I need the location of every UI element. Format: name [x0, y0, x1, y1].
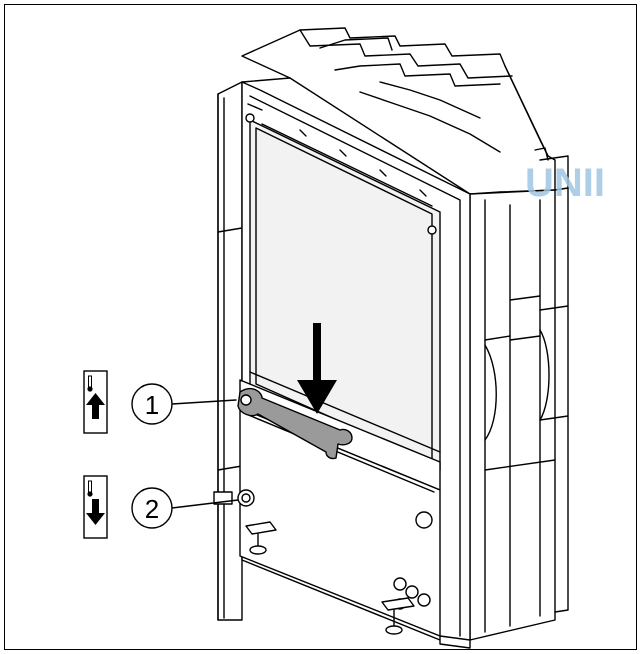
front-panel [245, 103, 441, 471]
callout-2-number: 2 [145, 494, 159, 524]
callout-1-leader [171, 399, 237, 405]
callout-1: 1 [131, 383, 173, 425]
temperature-up-icon [83, 370, 108, 434]
wrench [237, 388, 353, 460]
cabinet-side-panel [469, 155, 569, 641]
pipe-connections [213, 489, 433, 610]
adjustable-feet [245, 521, 471, 649]
temperature-down-icon [83, 475, 108, 539]
figure-border [4, 4, 637, 650]
down-arrow [297, 323, 337, 414]
callout-1-number: 1 [145, 390, 159, 420]
cabinet-left-post [217, 81, 243, 621]
callout-2: 2 [131, 487, 173, 529]
watermark-text: UNII [525, 161, 605, 205]
callout-2-leader [171, 499, 239, 509]
